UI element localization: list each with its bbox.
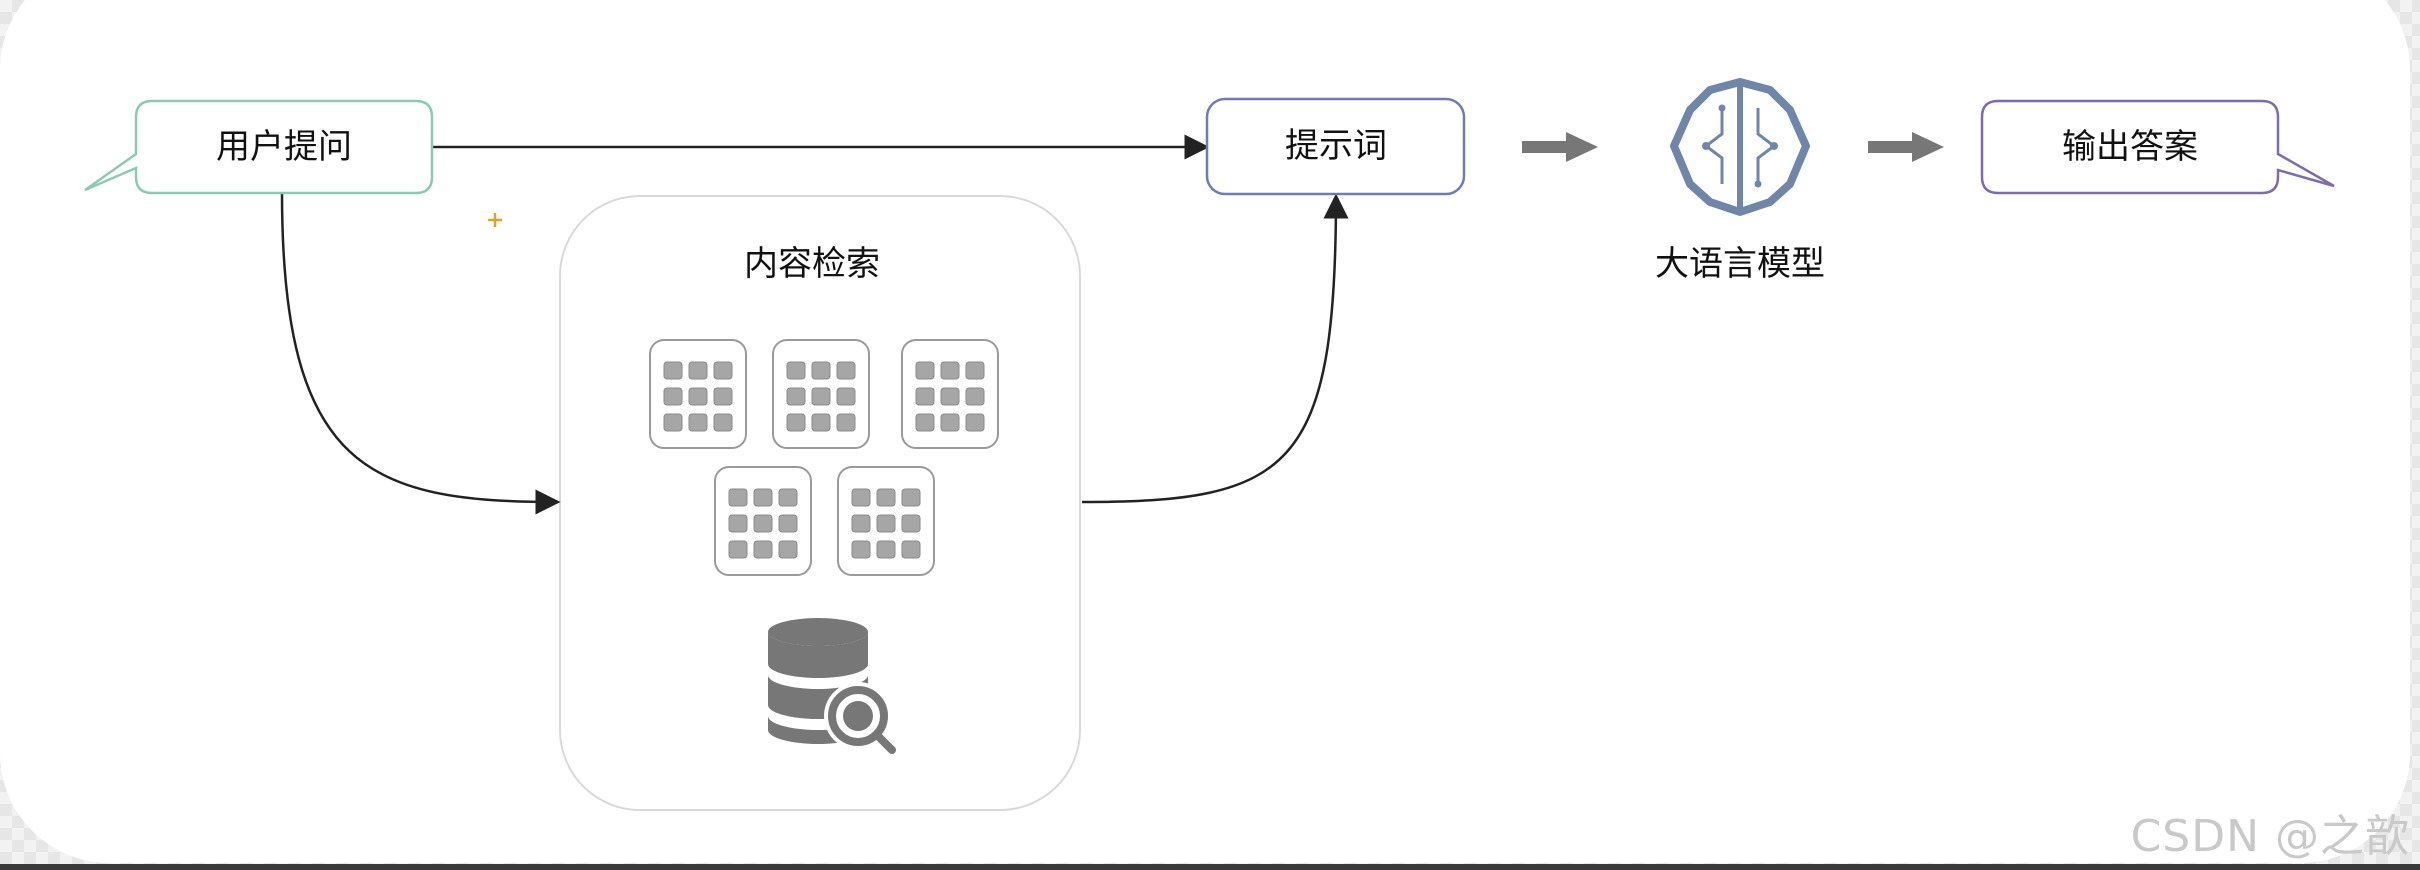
answer-label: 输出答案 [2062,127,2198,167]
user-question-label: 用户提问 [216,127,352,167]
arrow-llm-to-answer [1868,132,1944,162]
database-search-icon [768,618,896,754]
edge-retrieval-to-prompt [1081,193,1349,504]
document-grid-icon [901,339,999,449]
arrow-prompt-to-llm [1522,132,1598,162]
watermark-text: CSDN @之歆 [2130,811,2410,862]
llm-label: 大语言模型 [1655,244,1825,284]
user-question-node: 用户提问 [84,99,434,195]
plus-marker-icon [488,213,502,227]
bottom-bar [0,864,2420,870]
prompt-label: 提示词 [1285,126,1387,166]
document-chunks-group [649,339,999,576]
retrieval-label: 内容检索 [744,244,880,284]
answer-node: 输出答案 [1980,99,2335,195]
document-grid-icon [714,466,812,576]
document-grid-icon [649,339,747,449]
edge-question-to-retrieval [280,192,561,515]
document-grid-icon [772,339,870,449]
prompt-node: 提示词 [1205,97,1466,196]
document-grid-icon [837,466,935,576]
brain-circuit-icon [1670,78,1810,216]
